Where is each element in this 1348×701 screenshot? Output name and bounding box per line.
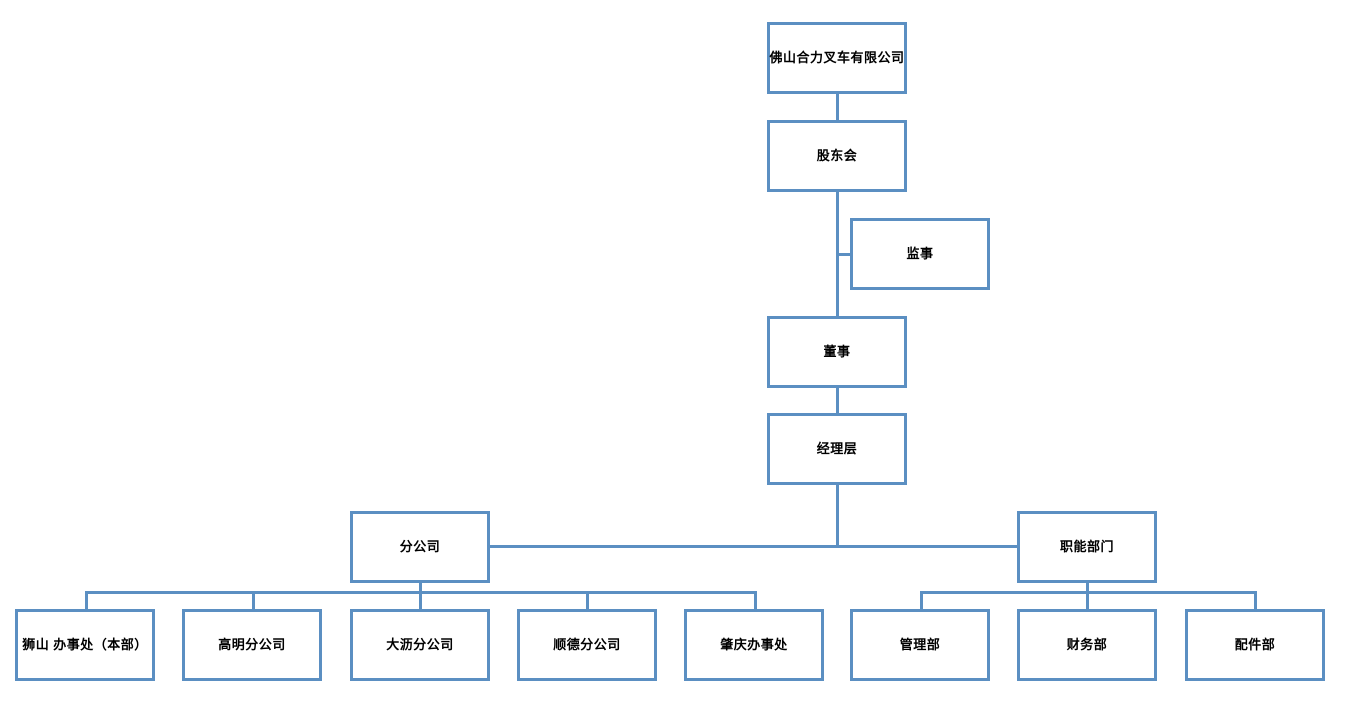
- branch-child-4[interactable]: 肇庆办事处: [684, 609, 824, 681]
- node-functional[interactable]: 职能部门: [1017, 511, 1157, 583]
- functional-child-1[interactable]: 财务部: [1017, 609, 1157, 681]
- node-supervisor-label: 监事: [906, 245, 934, 261]
- branch-child-2[interactable]: 大沥分公司: [350, 609, 490, 681]
- connector-branch-child-1-drop: [252, 591, 255, 609]
- branch-child-1[interactable]: 高明分公司: [182, 609, 322, 681]
- connector-branch-child-3-drop: [586, 591, 589, 609]
- connector-branch-child-4-drop: [754, 591, 757, 609]
- connector-supervisor-stub: [836, 253, 850, 256]
- branch-child-2-label: 大沥分公司: [386, 636, 454, 652]
- node-management-label: 经理层: [816, 440, 858, 456]
- connector-management-to-bus: [836, 485, 839, 547]
- connector-branch-child-2-drop: [419, 591, 422, 609]
- branch-child-1-label: 高明分公司: [218, 636, 286, 652]
- connector-branch-child-0-drop: [85, 591, 88, 609]
- functional-child-2-label: 配件部: [1234, 636, 1276, 652]
- node-director[interactable]: 董事: [767, 316, 907, 388]
- branch-child-0[interactable]: 狮山 办事处（本部）: [15, 609, 155, 681]
- functional-child-0-label: 管理部: [899, 636, 941, 652]
- branch-child-3[interactable]: 顺德分公司: [517, 609, 657, 681]
- connector-director-to-management: [836, 388, 839, 413]
- connector-functional-child-0-drop: [920, 591, 923, 609]
- node-supervisor[interactable]: 监事: [850, 218, 990, 290]
- connector-functional-drop: [1086, 583, 1089, 593]
- node-management[interactable]: 经理层: [767, 413, 907, 485]
- connector-functional-child-2-drop: [1254, 591, 1257, 609]
- connector-company-to-shareholders: [836, 94, 839, 120]
- connector-functional-child-1-drop: [1086, 591, 1089, 609]
- functional-child-0[interactable]: 管理部: [850, 609, 990, 681]
- branch-child-0-label: 狮山 办事处（本部）: [22, 636, 148, 652]
- functional-child-1-label: 财务部: [1066, 636, 1108, 652]
- branch-child-3-label: 顺德分公司: [553, 636, 621, 652]
- node-company-label: 佛山合力叉车有限公司: [769, 49, 905, 65]
- node-branches-label: 分公司: [399, 538, 441, 554]
- node-director-label: 董事: [823, 343, 851, 359]
- connector-level5-bus: [490, 545, 1017, 548]
- node-company[interactable]: 佛山合力叉车有限公司: [767, 22, 907, 94]
- node-shareholders-label: 股东会: [816, 147, 858, 163]
- node-shareholders[interactable]: 股东会: [767, 120, 907, 192]
- functional-child-2[interactable]: 配件部: [1185, 609, 1325, 681]
- connector-branches-drop: [419, 583, 422, 593]
- branch-child-4-label: 肇庆办事处: [720, 636, 788, 652]
- node-functional-label: 职能部门: [1059, 538, 1114, 554]
- node-branches[interactable]: 分公司: [350, 511, 490, 583]
